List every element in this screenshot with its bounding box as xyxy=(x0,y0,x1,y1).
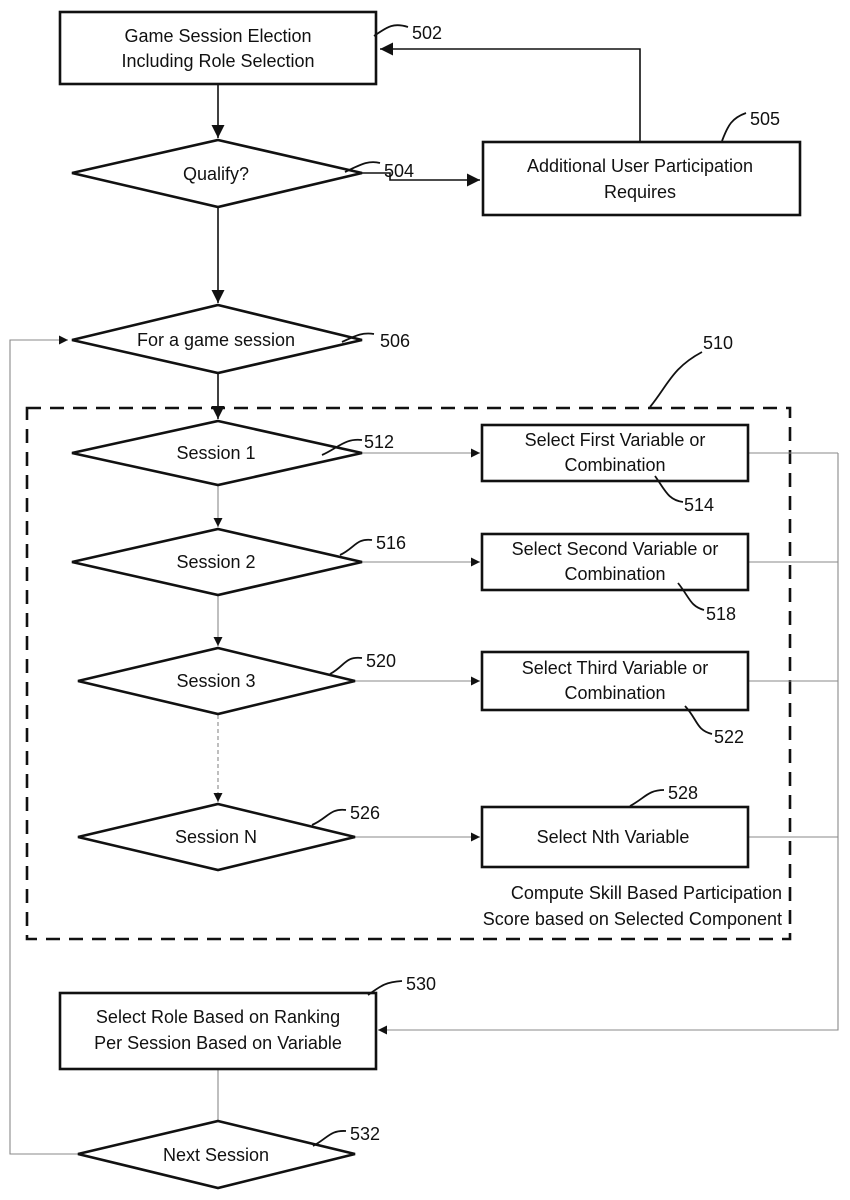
leader-505 xyxy=(722,113,746,141)
node-502-line-1: Game Session Election xyxy=(124,26,311,46)
node-505-line-2: Requires xyxy=(604,182,676,202)
node-505-additional-participation: Additional User Participation Requires xyxy=(483,142,800,215)
node-530-line-1: Select Role Based on Ranking xyxy=(96,1007,340,1027)
ref-label-520: 520 xyxy=(366,651,396,671)
node-502-line-2: Including Role Selection xyxy=(121,51,314,71)
leader-510 xyxy=(650,352,702,407)
group-note-line-2: Score based on Selected Component xyxy=(483,909,782,929)
node-518-line-1: Select Second Variable or xyxy=(512,539,719,559)
node-505-line-1: Additional User Participation xyxy=(527,156,753,176)
node-528-select-nth-variable: Select Nth Variable xyxy=(482,807,748,867)
node-520-session-3: Session 3 xyxy=(78,648,355,714)
ref-label-532: 532 xyxy=(350,1124,380,1144)
node-512-label: Session 1 xyxy=(176,443,255,463)
ref-label-530: 530 xyxy=(406,974,436,994)
edge-505-502 xyxy=(380,49,640,141)
ref-label-518: 518 xyxy=(706,604,736,624)
ref-label-512: 512 xyxy=(364,432,394,452)
ref-label-516: 516 xyxy=(376,533,406,553)
leader-526 xyxy=(312,810,346,825)
leader-516 xyxy=(340,540,372,555)
node-504-qualify: Qualify? xyxy=(72,140,362,207)
edge-504-505 xyxy=(362,173,480,180)
node-518-line-2: Combination xyxy=(564,564,665,584)
node-522-line-1: Select Third Variable or xyxy=(522,658,708,678)
node-512-session-1: Session 1 xyxy=(72,421,362,485)
ref-label-514: 514 xyxy=(684,495,714,515)
ref-label-522: 522 xyxy=(714,727,744,747)
node-506-label: For a game session xyxy=(137,330,295,350)
leader-528 xyxy=(630,790,664,806)
leader-520 xyxy=(330,658,362,674)
ref-label-505: 505 xyxy=(750,109,780,129)
ref-label-504: 504 xyxy=(384,161,414,181)
node-522-select-third-variable: Select Third Variable or Combination xyxy=(482,652,748,710)
ref-label-526: 526 xyxy=(350,803,380,823)
node-530-select-role-by-ranking: Select Role Based on Ranking Per Session… xyxy=(60,993,376,1069)
node-514-select-first-variable: Select First Variable or Combination xyxy=(482,425,748,481)
leader-532 xyxy=(313,1131,346,1146)
node-514-line-1: Select First Variable or xyxy=(525,430,706,450)
leader-502 xyxy=(374,25,408,36)
node-526-label: Session N xyxy=(175,827,257,847)
ref-label-502: 502 xyxy=(412,23,442,43)
node-522-line-2: Combination xyxy=(564,683,665,703)
node-516-label: Session 2 xyxy=(176,552,255,572)
node-532-label: Next Session xyxy=(163,1145,269,1165)
node-504-label: Qualify? xyxy=(183,164,249,184)
node-506-for-a-game-session: For a game session xyxy=(72,305,362,373)
group-note-line-1: Compute Skill Based Participation xyxy=(511,883,782,903)
node-526-session-n: Session N xyxy=(78,804,355,870)
node-520-label: Session 3 xyxy=(176,671,255,691)
node-516-session-2: Session 2 xyxy=(72,529,362,595)
node-528-line-1: Select Nth Variable xyxy=(537,827,690,847)
node-514-line-2: Combination xyxy=(564,455,665,475)
ref-label-506: 506 xyxy=(380,331,410,351)
node-502-game-session-election: Game Session Election Including Role Sel… xyxy=(60,12,376,84)
node-530-line-2: Per Session Based on Variable xyxy=(94,1033,342,1053)
ref-label-510: 510 xyxy=(703,333,733,353)
node-518-select-second-variable: Select Second Variable or Combination xyxy=(482,534,748,590)
ref-label-528: 528 xyxy=(668,783,698,803)
node-532-next-session: Next Session xyxy=(78,1121,355,1188)
